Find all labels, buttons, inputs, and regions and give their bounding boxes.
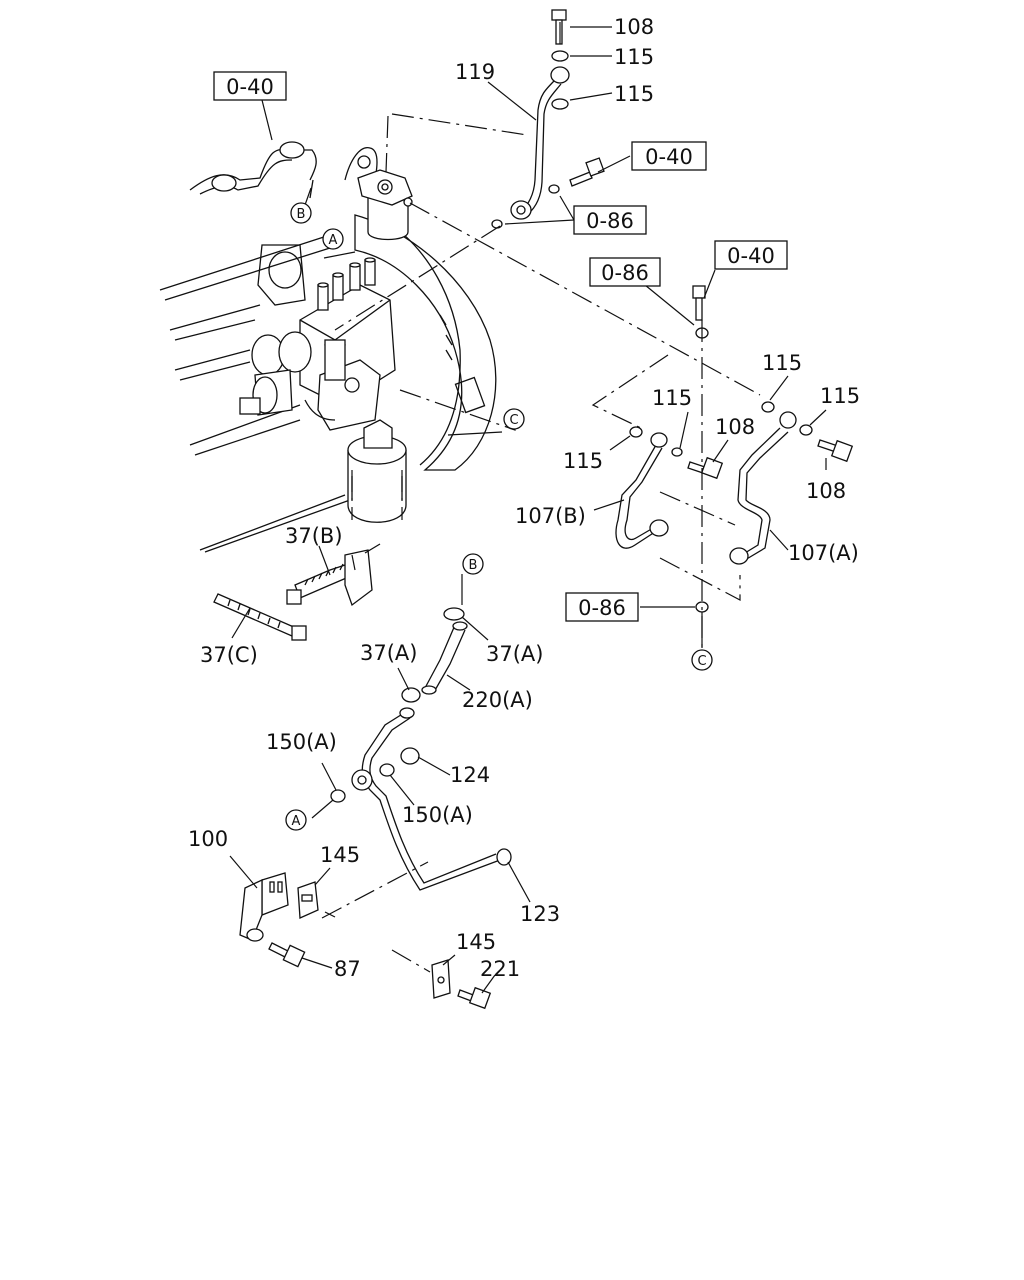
hose-pipe-illustration — [330, 607, 512, 891]
fuel-filter-top-illustration — [357, 169, 413, 241]
callout-119: 119 — [455, 60, 495, 84]
callout-124: 124 — [450, 763, 490, 787]
connector-c-bottom: C — [697, 654, 706, 669]
brackets-illustration — [239, 872, 492, 1010]
callout-123: 123 — [520, 902, 560, 926]
callout-150a-right: 150(A) — [402, 803, 473, 827]
callout-108-mid: 108 — [715, 415, 755, 439]
fuel-pipe-119-illustration — [510, 66, 570, 220]
ref-box-086-b: 0-86 — [601, 261, 649, 285]
callout-221: 221 — [480, 957, 520, 981]
callout-145-top: 145 — [320, 843, 360, 867]
callout-87: 87 — [334, 957, 361, 981]
callout-115-r2: 115 — [652, 386, 692, 410]
callout-107b: 107(B) — [515, 504, 586, 528]
callout-115-r3: 115 — [820, 384, 860, 408]
leader-lines — [229, 26, 827, 994]
callout-108-right: 108 — [806, 479, 846, 503]
connector-markers: A B C B C A — [285, 202, 713, 831]
ref-box-040-c: 0-40 — [727, 244, 775, 268]
connector-c-top: C — [509, 413, 518, 428]
centerlines — [321, 22, 761, 973]
callout-115-r1: 115 — [762, 351, 802, 375]
ref-box-040-b: 0-40 — [645, 145, 693, 169]
callout-37b: 37(B) — [285, 524, 343, 548]
callout-150a-left: 150(A) — [266, 730, 337, 754]
callout-107a: 107(A) — [788, 541, 859, 565]
callout-37c: 37(C) — [200, 643, 258, 667]
ref-box-040-a: 0-40 — [226, 75, 274, 99]
connector-a-bottom: A — [292, 814, 301, 829]
reference-boxes: 0-40 0-40 0-86 0-86 0-40 0-86 — [213, 71, 788, 622]
callout-37a-left: 37(A) — [360, 641, 417, 665]
fuel-filter-lower-illustration — [347, 419, 407, 523]
fasteners-top — [491, 9, 605, 229]
callout-115-b: 115 — [614, 82, 654, 106]
callout-115-r4: 115 — [563, 449, 603, 473]
callout-220a: 220(A) — [462, 688, 533, 712]
clips-37-illustration — [213, 543, 381, 641]
callout-labels: 108 115 119 115 115 115 115 115 108 108 … — [188, 15, 860, 981]
ref-box-086-a: 0-86 — [586, 209, 634, 233]
callout-115-a: 115 — [614, 45, 654, 69]
connector-b-mid: B — [469, 558, 478, 573]
ref-box-086-c: 0-86 — [578, 596, 626, 620]
callout-108-top: 108 — [614, 15, 654, 39]
harness-illustration — [189, 141, 317, 199]
callout-145-bottom: 145 — [456, 930, 496, 954]
connector-a-top: A — [329, 233, 338, 248]
callout-100: 100 — [188, 827, 228, 851]
callout-37a-right: 37(A) — [486, 642, 543, 666]
connector-b-top: B — [297, 207, 306, 222]
injection-pump-illustration — [239, 257, 396, 431]
